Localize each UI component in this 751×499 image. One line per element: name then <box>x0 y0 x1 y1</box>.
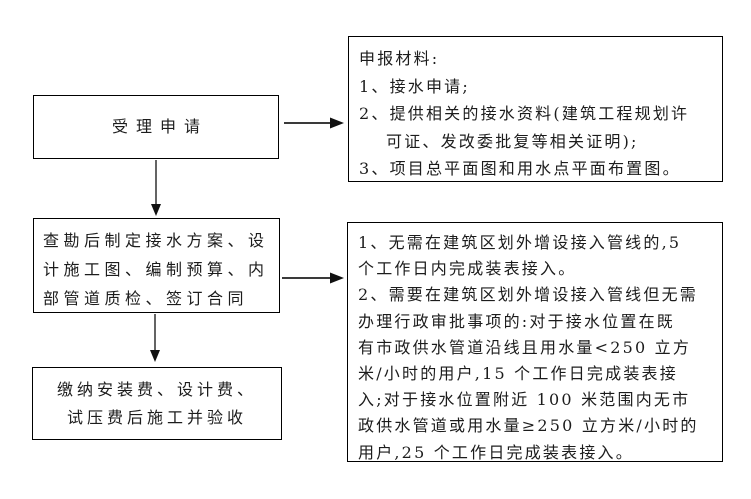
arrow-survey-to-timeline <box>282 272 344 284</box>
arrow-accept-to-materials <box>284 117 344 129</box>
node-survey-plan-contract: 查勘后制定接水方案、设 计施工图、编制预算、内 部管道质检、签订合同 <box>33 218 280 313</box>
text-line: 计施工图、编制预算、内 <box>43 260 269 279</box>
text-line: 查勘后制定接水方案、设 <box>43 231 269 250</box>
text-line: 办理行政审批事项的:对于接水位置在既 <box>358 311 675 331</box>
text-line: 试压费后施工并验收 <box>66 408 247 427</box>
text-line: 缴纳安装费、设计费、 <box>56 380 257 399</box>
text-line: 申报材料: <box>359 49 440 68</box>
annotation-completion-timeline: 1、无需在建筑区划外增设接入管线的,5 个工作日内完成装表接入。 2、需要在建筑… <box>347 222 723 462</box>
text-line: 部管道质检、签订合同 <box>43 289 249 308</box>
text-line: 1、接水申请; <box>359 76 470 96</box>
annotation-required-materials: 申报材料: 1、接水申请; 2、提供相关的接水资料(建筑工程规划许 可证、发改委… <box>348 36 723 182</box>
text-line: 入;对于接水位置附近 100 米范围内无市 <box>358 390 691 410</box>
arrow-survey-to-pay <box>150 314 160 362</box>
arrow-accept-to-survey <box>151 160 161 216</box>
text-line: 米/小时的用户,15 个工作日完成装表接 <box>358 364 678 384</box>
node-pay-fees-construct: 缴纳安装费、设计费、 试压费后施工并验收 <box>32 367 282 440</box>
text-line: 2、提供相关的接水资料(建筑工程规划许 <box>359 104 690 123</box>
text-line: 有市政供水管道沿线且用水量<250 立方 <box>358 337 692 357</box>
text-line: 3、项目总平面图和用水点平面布置图。 <box>359 159 681 178</box>
text-line: 政供水管道或用水量≥250 立方米/小时的 <box>358 416 699 436</box>
text-line: 用户,25 个工作日完成装表接入。 <box>358 442 634 462</box>
text-line: 可证、发改委批复等相关证明); <box>386 131 639 151</box>
text-line: 个工作日内完成装表接入。 <box>358 259 577 279</box>
node-accept-label: 受理申请 <box>111 117 208 136</box>
node-accept-application: 受理申请 <box>33 95 279 159</box>
text-line: 1、无需在建筑区划外增设接入管线的,5 <box>358 233 682 252</box>
text-line: 2、需要在建筑区划外增设接入管线但无需 <box>358 285 698 305</box>
